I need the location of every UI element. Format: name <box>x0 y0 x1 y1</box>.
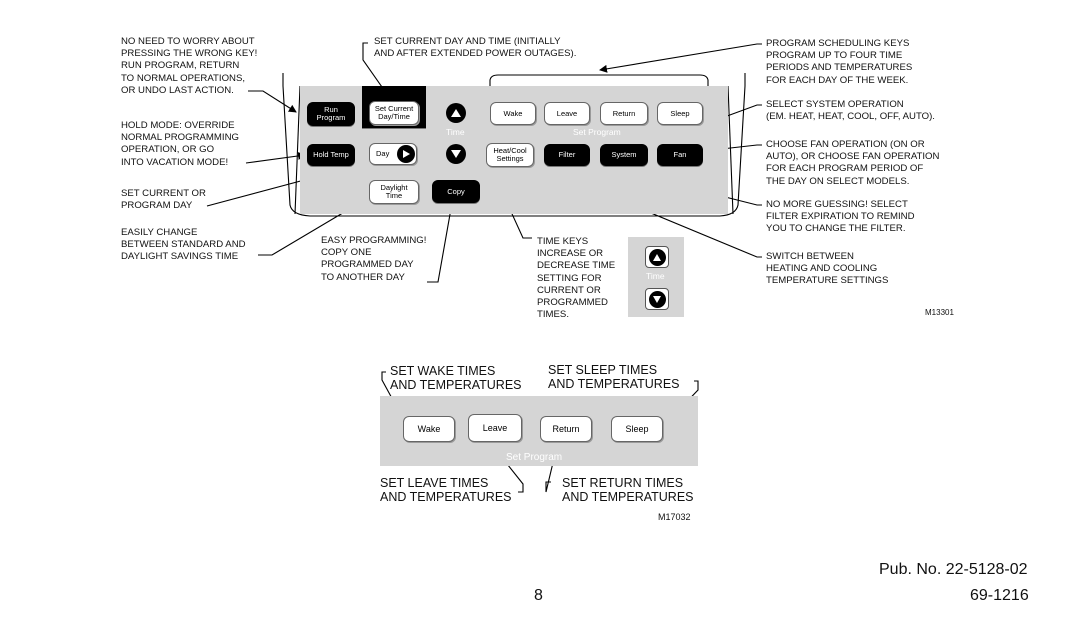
wake-button[interactable]: Wake <box>490 102 536 125</box>
return-button[interactable]: Return <box>600 102 648 125</box>
time-label: Time <box>446 127 465 137</box>
triangle-down-icon <box>653 295 661 303</box>
time-down-button[interactable] <box>446 144 466 164</box>
fan-callout: CHOOSE FAN OPERATION (ON OR AUTO), OR CH… <box>766 139 940 187</box>
triangle-down-icon <box>451 150 461 158</box>
day-label: Day <box>376 149 390 158</box>
figure-code-top: M13301 <box>925 308 954 317</box>
detail-sleep-button[interactable]: Sleep <box>611 416 663 442</box>
program-keys-callout: PROGRAM SCHEDULING KEYS PROGRAM UP TO FO… <box>766 38 913 86</box>
page-number: 8 <box>534 587 543 604</box>
detail-time-label: Time <box>646 271 665 281</box>
set-day-time-callout: SET CURRENT DAY AND TIME (INITIALLY AND … <box>374 36 577 60</box>
triangle-up-icon <box>653 253 661 261</box>
filter-button[interactable]: Filter <box>544 144 590 166</box>
leave-button[interactable]: Leave <box>544 102 590 125</box>
fan-button[interactable]: Fan <box>657 144 703 166</box>
system-button[interactable]: System <box>600 144 648 166</box>
run-program-button[interactable]: Run Program <box>307 102 355 126</box>
detail-leave-button[interactable]: Leave <box>468 414 522 442</box>
set-program-label: Set Program <box>570 127 624 137</box>
set-wake-callout: SET WAKE TIMES AND TEMPERATURES <box>390 364 522 392</box>
time-keys-callout: TIME KEYS INCREASE OR DECREASE TIME SETT… <box>537 236 616 321</box>
set-sleep-callout: SET SLEEP TIMES AND TEMPERATURES <box>548 363 680 391</box>
detail-down-circle <box>648 290 666 308</box>
detail-return-button[interactable]: Return <box>540 416 592 442</box>
triangle-up-icon <box>451 109 461 117</box>
doc-number: 69-1216 <box>970 587 1029 604</box>
set-day-callout: SET CURRENT OR PROGRAM DAY <box>121 188 206 212</box>
copy-button[interactable]: Copy <box>432 180 480 203</box>
detail-time-down-button[interactable] <box>645 288 669 310</box>
sleep-button[interactable]: Sleep <box>657 102 703 125</box>
filter-callout: NO MORE GUESSING! SELECT FILTER EXPIRATI… <box>766 199 915 235</box>
copy-callout: EASY PROGRAMMING! COPY ONE PROGRAMMED DA… <box>321 235 427 283</box>
triangle-right-icon <box>403 150 410 158</box>
system-callout: SELECT SYSTEM OPERATION (EM. HEAT, HEAT,… <box>766 99 935 123</box>
detail-up-circle <box>648 248 666 266</box>
hold-mode-callout: HOLD MODE: OVERRIDE NORMAL PROGRAMMING O… <box>121 120 239 168</box>
undo-callout: NO NEED TO WORRY ABOUT PRESSING THE WRON… <box>121 36 258 96</box>
pub-number: Pub. No. 22-5128-02 <box>879 561 1028 578</box>
set-return-callout: SET RETURN TIMES AND TEMPERATURES <box>562 476 694 504</box>
figure-code-bottom: M17032 <box>658 512 691 522</box>
day-advance-circle <box>397 145 415 163</box>
heat-cool-settings-button[interactable]: Heat/Cool Settings <box>486 143 534 167</box>
daylight-time-button[interactable]: Daylight Time <box>369 180 419 204</box>
detail-time-up-button[interactable] <box>645 246 669 268</box>
detail-wake-button[interactable]: Wake <box>403 416 455 442</box>
set-leave-callout: SET LEAVE TIMES AND TEMPERATURES <box>380 476 512 504</box>
heat-cool-callout: SWITCH BETWEEN HEATING AND COOLING TEMPE… <box>766 251 889 287</box>
set-current-day-time-button[interactable]: Set Current Day/Time <box>369 101 419 125</box>
hold-temp-button[interactable]: Hold Temp <box>307 144 355 166</box>
time-up-button[interactable] <box>446 103 466 123</box>
daylight-callout: EASILY CHANGE BETWEEN STANDARD AND DAYLI… <box>121 227 246 263</box>
detail-set-program-label: Set Program <box>503 452 566 463</box>
